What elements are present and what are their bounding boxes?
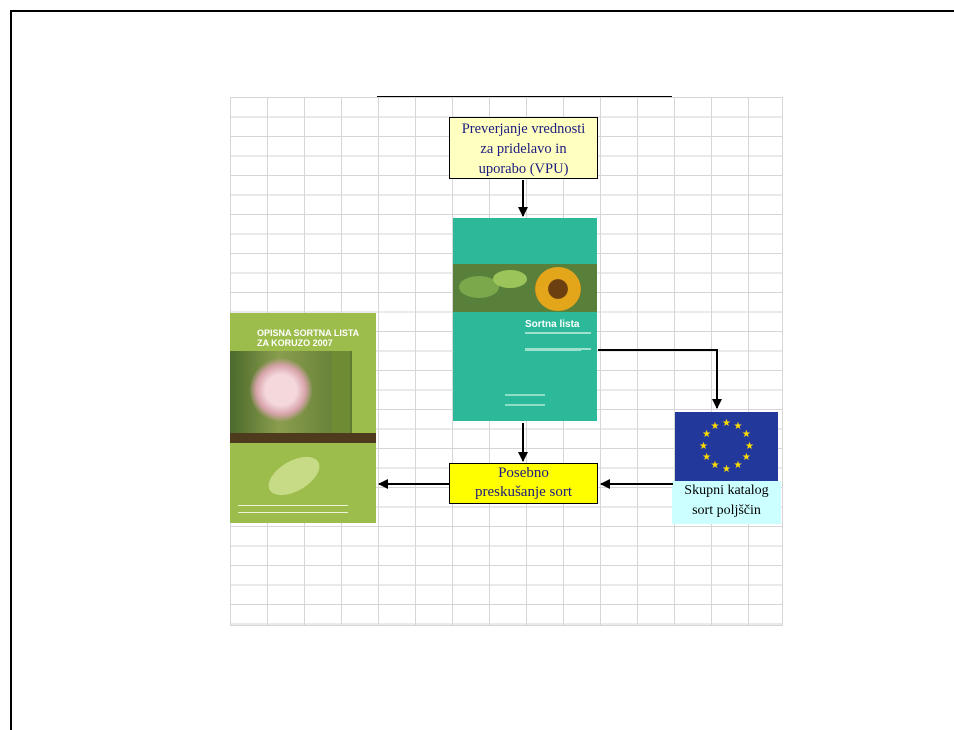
catalog-line-1: Skupni katalog (684, 483, 769, 498)
eu-star-icon: ★ (722, 417, 731, 429)
catalog-line-2: sort poljščin (692, 503, 761, 518)
arrow-sortna-to-eu (598, 349, 722, 409)
cover-band (230, 433, 376, 443)
leaf-shape (493, 270, 527, 288)
opisna-title-line-2: ZA KORUZO 2007 (257, 338, 333, 348)
eu-star-icon: ★ (702, 429, 712, 440)
vpu-line-1: Preverjanje vrednosti (461, 121, 586, 137)
sunflower-icon (535, 267, 581, 311)
eu-common-catalogue-box: Skupni katalog sort poljščin (672, 481, 781, 524)
eu-star-icon: ★ (710, 460, 720, 472)
eu-star-icon: ★ (722, 463, 731, 475)
eu-star-icon: ★ (745, 440, 754, 452)
eu-star-icon: ★ (710, 420, 720, 432)
corn-silk-icon (250, 358, 312, 422)
vpu-line-2: za pridelavo in (480, 141, 567, 157)
opisna-title-line-1: OPISNA SORTNA LISTA (257, 328, 360, 338)
eu-star-icon: ★ (702, 452, 712, 463)
special-variety-testing-box: Posebno preskušanje sort (449, 463, 598, 504)
leaf-shape (459, 276, 499, 298)
cover-subtitle-line (525, 349, 581, 351)
sortna-lista-title: Sortna lista (525, 319, 580, 330)
eu-star-icon: ★ (741, 452, 751, 463)
eu-star-icon: ★ (733, 460, 743, 472)
ministry-logo (505, 394, 545, 406)
vpu-line-3: uporabo (VPU) (478, 161, 569, 177)
vpu-box: Preverjanje vrednosti za pridelavo in up… (449, 117, 598, 179)
test-line-2: preskušanje sort (474, 484, 573, 500)
slide-frame (10, 10, 954, 730)
sortna-lista-cover-image: Sortna lista (453, 218, 597, 421)
cover-footer-logos (238, 505, 348, 513)
opisna-cover-title: OPISNA SORTNA LISTA ZA KORUZO 2007 (257, 328, 359, 348)
test-line-1: Posebno (498, 465, 549, 481)
eu-flag-icon: ★★★★★★★★★★★★ (675, 412, 778, 481)
eu-star-icon: ★ (733, 420, 743, 432)
opisna-sortna-lista-cover-image: OPISNA SORTNA LISTA ZA KORUZO 2007 (230, 313, 376, 523)
eu-star-icon: ★ (741, 429, 751, 440)
grid-top-border (377, 96, 672, 97)
corn-stalk (332, 351, 350, 433)
eu-star-icon: ★ (699, 440, 708, 452)
